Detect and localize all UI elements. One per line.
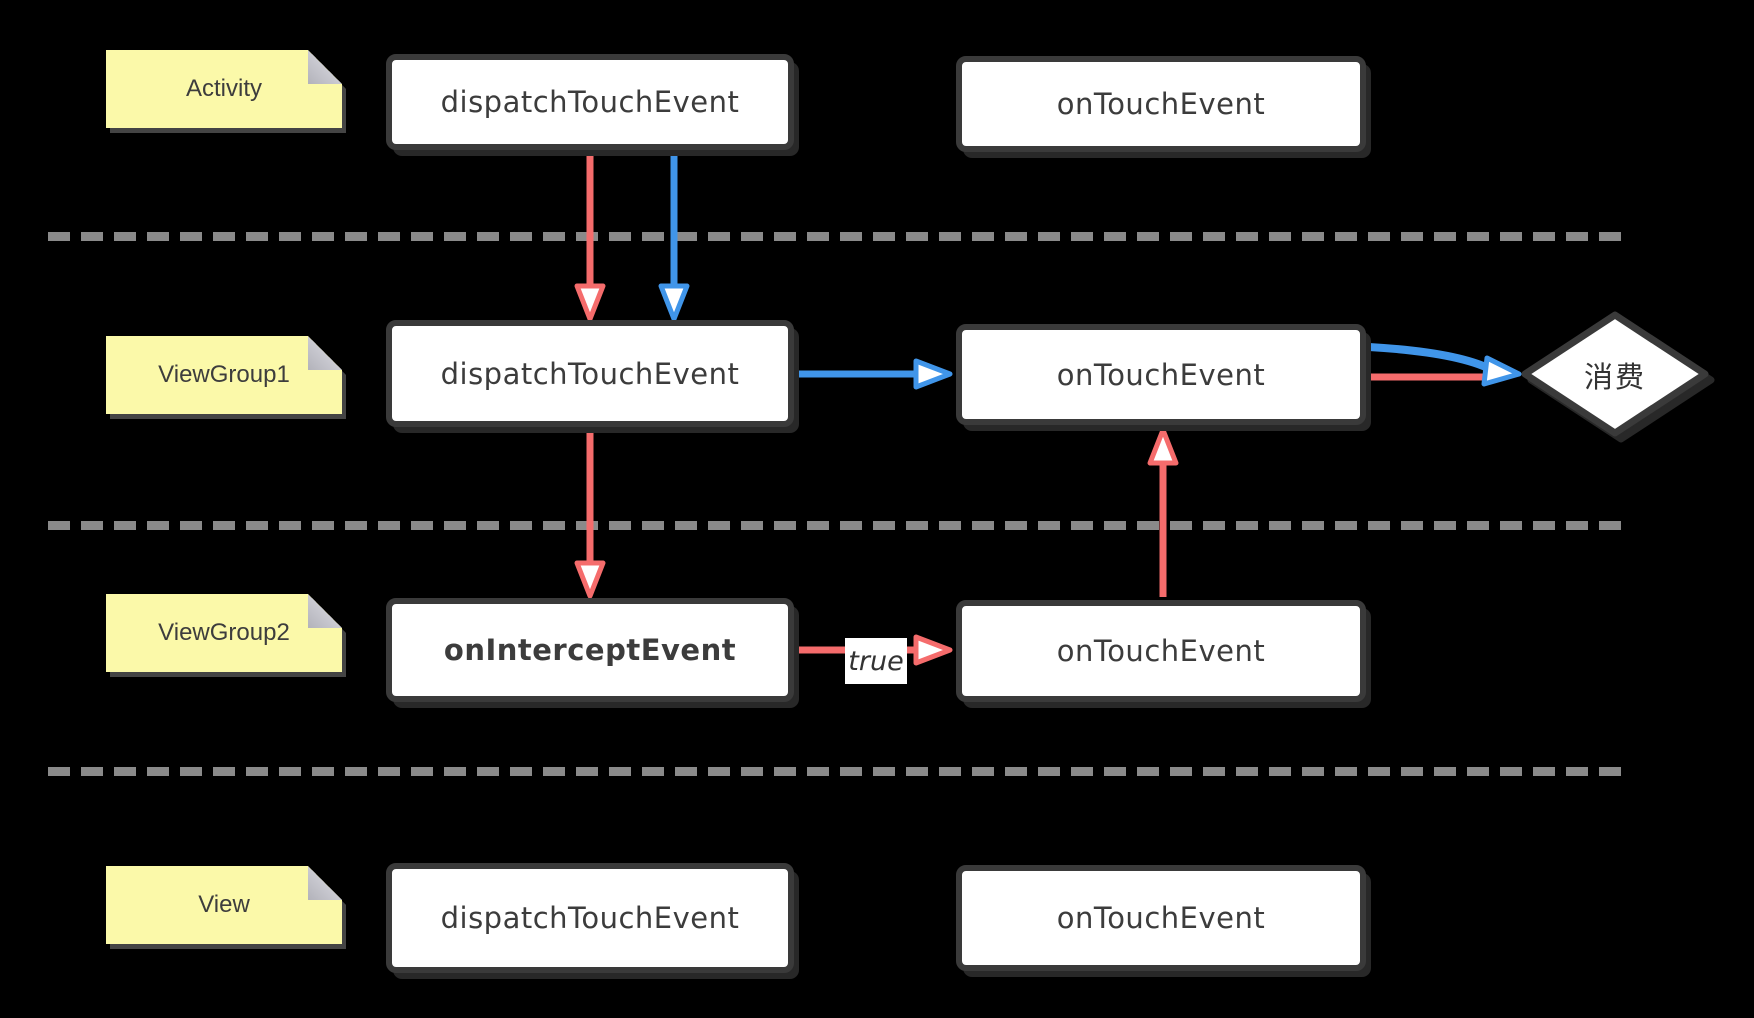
lane-divider-activity-viewgroup1: [48, 232, 1632, 241]
consume-diamond-label: 消费: [1583, 360, 1646, 394]
box-label: dispatchTouchEvent: [440, 356, 740, 391]
note-activity-label: Activity: [185, 75, 262, 102]
box-activity-dispatchtouchevent: dispatchTouchEvent: [386, 54, 794, 150]
box-label: onTouchEvent: [1056, 634, 1266, 668]
note-activity-body: Activity: [106, 50, 342, 128]
arrow-blue-viewgroup1-ontouch-to-consume: [1368, 343, 1522, 387]
note-view: View: [106, 866, 342, 944]
box-viewgroup2-oninterceptevent: onInterceptEvent: [386, 598, 794, 702]
arrow-red-viewgroup1-dispatch-to-viewgroup2-onintercept: [574, 428, 606, 599]
box-view-ontouchevent: onTouchEvent: [956, 865, 1366, 971]
note-view-body: View: [106, 866, 342, 944]
lane-divider-viewgroup1-viewgroup2: [48, 521, 1632, 530]
note-viewgroup1-label: ViewGroup1: [158, 361, 290, 388]
box-label: onTouchEvent: [1056, 87, 1266, 121]
arrow-blue-viewgroup1-dispatch-to-viewgroup1-ontouch: [797, 358, 953, 390]
note-viewgroup1-body: ViewGroup1: [106, 336, 342, 414]
box-viewgroup1-ontouchevent: onTouchEvent: [956, 324, 1366, 425]
note-view-label: View: [198, 891, 250, 918]
arrow-red-viewgroup2-ontouch-to-viewgroup1-ontouch: [1147, 427, 1179, 597]
note-viewgroup2-body: ViewGroup2: [106, 594, 342, 672]
box-activity-ontouchevent: onTouchEvent: [956, 56, 1366, 152]
box-viewgroup1-dispatchtouchevent: dispatchTouchEvent: [386, 320, 794, 427]
box-label: onTouchEvent: [1056, 357, 1266, 392]
note-viewgroup2-label: ViewGroup2: [158, 619, 290, 646]
note-viewgroup1: ViewGroup1: [106, 336, 342, 414]
arrow-red-activity-dispatch-to-viewgroup1-dispatch: [574, 150, 606, 322]
arrow-blue-activity-dispatch-to-viewgroup1-dispatch: [658, 150, 690, 322]
box-label: onTouchEvent: [1056, 901, 1266, 935]
box-viewgroup2-ontouchevent: onTouchEvent: [956, 600, 1366, 702]
box-view-dispatchtouchevent: dispatchTouchEvent: [386, 863, 794, 973]
box-label: dispatchTouchEvent: [440, 901, 740, 935]
consume-diamond: [1521, 311, 1715, 443]
intercept-true-label: true: [845, 638, 907, 684]
box-label: onInterceptEvent: [443, 633, 737, 667]
box-label: dispatchTouchEvent: [440, 85, 740, 119]
lane-divider-viewgroup2-view: [48, 767, 1632, 776]
note-activity: Activity: [106, 50, 342, 128]
note-viewgroup2: ViewGroup2: [106, 594, 342, 672]
